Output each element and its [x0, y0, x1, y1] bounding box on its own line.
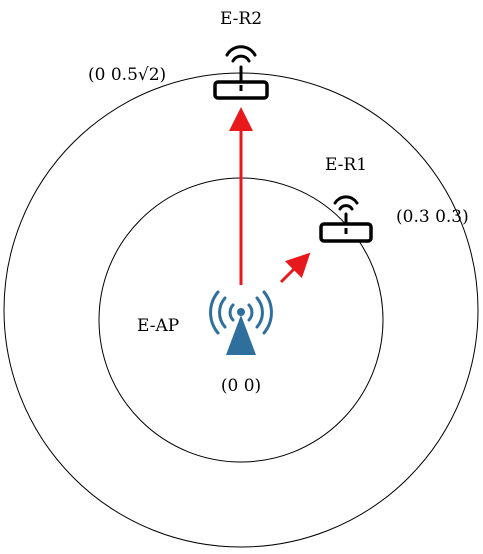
e-r2-label: E-R2 [220, 9, 262, 29]
e-r2-coordinate-label: (0 0.5√2) [88, 65, 166, 85]
e-r1-router-icon [319, 195, 373, 243]
e-r1-label: E-R1 [325, 155, 367, 175]
e-r1-coordinate-label: (0.3 0.3) [396, 207, 469, 227]
e-r2-router-icon [213, 45, 269, 100]
link-arrow-to-e-r1 [279, 252, 311, 284]
e-ap-tower-icon [209, 290, 273, 355]
e-ap-label: E-AP [137, 316, 179, 336]
e-ap-coordinate-label: (0 0) [221, 376, 261, 396]
